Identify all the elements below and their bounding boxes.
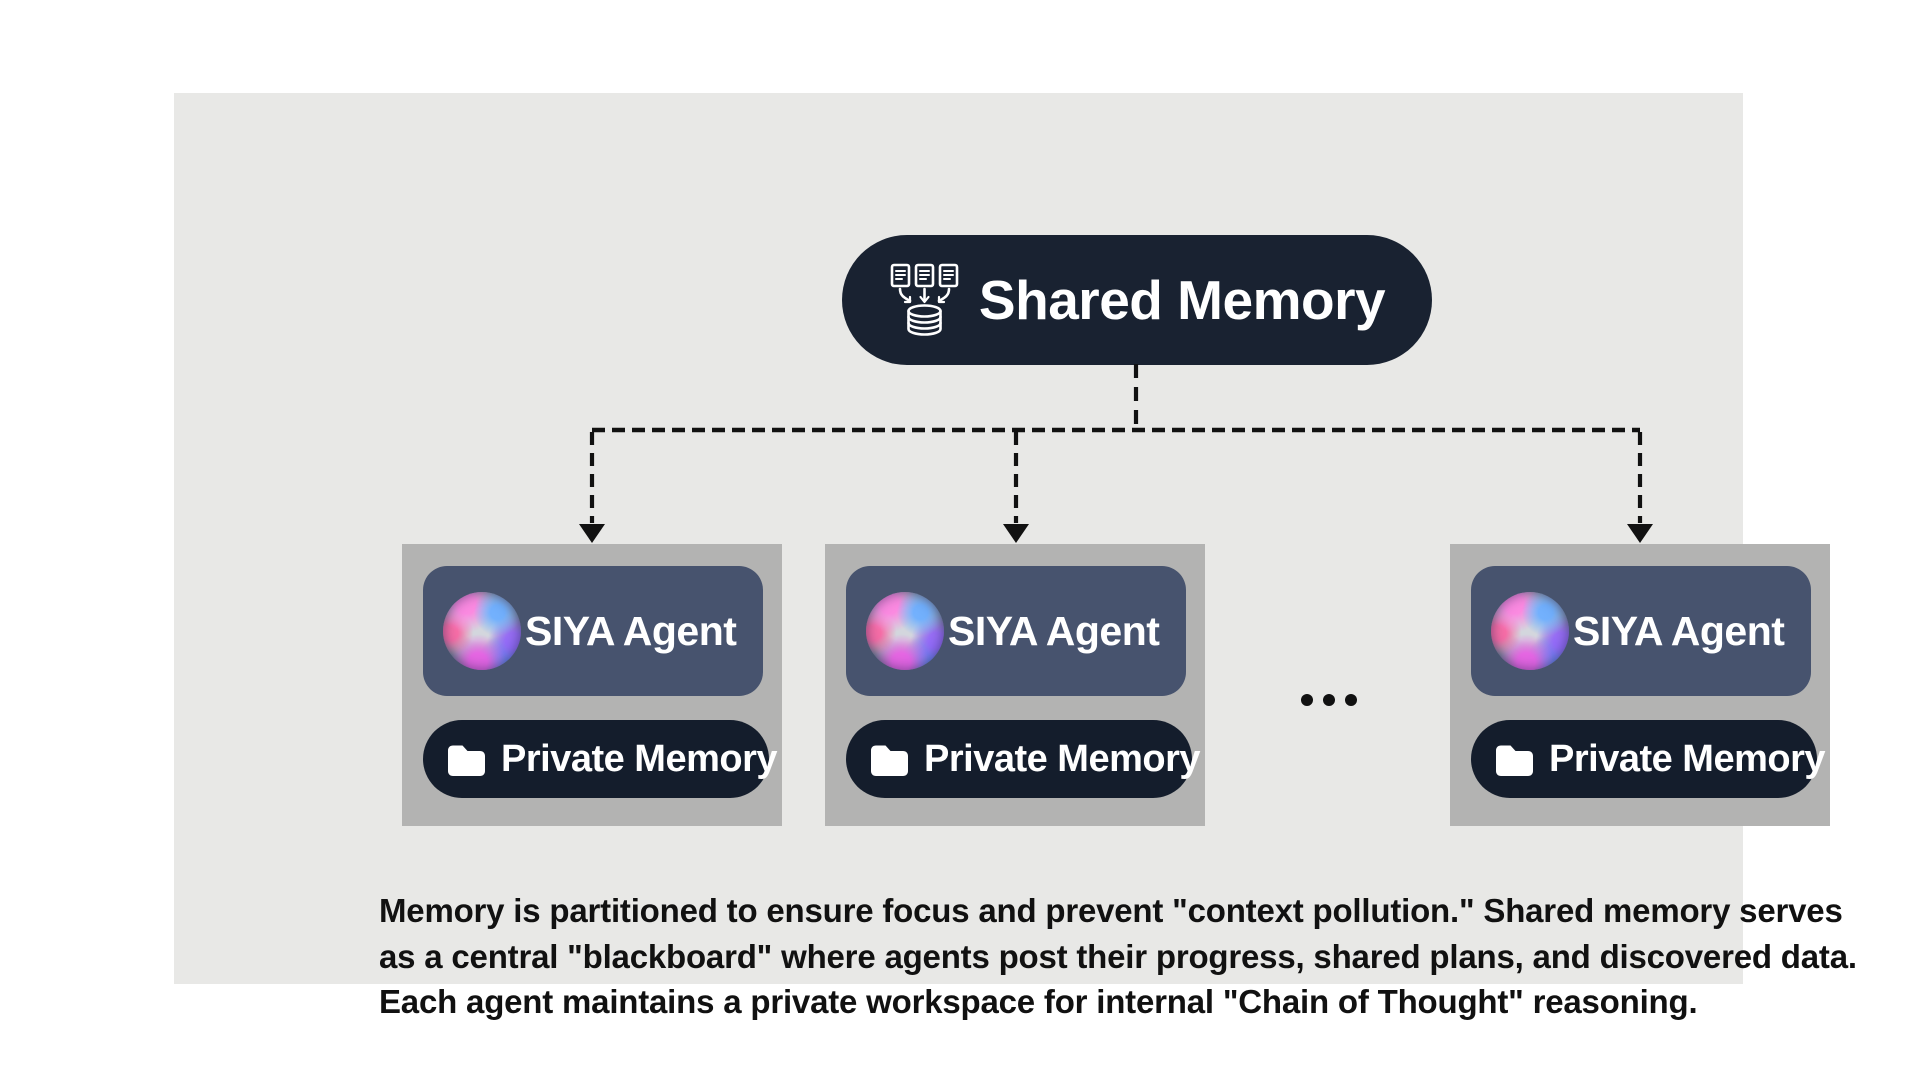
folder-icon xyxy=(1493,742,1536,777)
caption-line: Each agent maintains a private workspace… xyxy=(379,983,1698,1020)
dot xyxy=(1323,694,1335,706)
documents-into-database-icon xyxy=(889,263,961,337)
private-memory-label: Private Memory xyxy=(1549,737,1826,780)
agent-node: SIYA Agent xyxy=(423,566,763,696)
folder-icon xyxy=(868,742,911,777)
siya-orb-logo xyxy=(443,592,521,670)
agent-label: SIYA Agent xyxy=(948,607,1160,654)
agent-node: SIYA Agent xyxy=(846,566,1186,696)
shared-memory-label: Shared Memory xyxy=(978,269,1386,331)
private-memory-node: Private Memory xyxy=(1471,720,1826,798)
private-memory-node: Private Memory xyxy=(846,720,1201,798)
arrowhead-icons xyxy=(579,524,1653,543)
shared-memory-node: Shared Memory xyxy=(842,235,1432,365)
siya-orb-logo xyxy=(1491,592,1569,670)
private-memory-node: Private Memory xyxy=(423,720,778,798)
agent-label: SIYA Agent xyxy=(525,607,737,654)
agent-card: SIYA Agent Private Memory xyxy=(825,544,1205,826)
caption-line: Memory is partitioned to ensure focus an… xyxy=(379,892,1843,929)
private-memory-label: Private Memory xyxy=(501,737,778,780)
caption-line: as a central "blackboard" where agents p… xyxy=(379,937,1857,975)
caption-text: Memory is partitioned to ensure focus an… xyxy=(379,888,1857,1025)
agent-card: SIYA Agent Private Memory xyxy=(1450,544,1830,826)
siya-orb-logo xyxy=(866,592,944,670)
dot xyxy=(1301,694,1313,706)
ellipsis-dots-icon xyxy=(1301,694,1357,706)
agent-label: SIYA Agent xyxy=(1573,607,1785,654)
diagram-panel: Shared Memory SIYA Agent xyxy=(174,93,1857,1020)
dot xyxy=(1345,694,1357,706)
agent-node: SIYA Agent xyxy=(1471,566,1811,696)
folder-icon xyxy=(445,742,488,777)
private-memory-label: Private Memory xyxy=(924,737,1201,780)
agent-card: SIYA Agent Private Memory xyxy=(402,544,782,826)
